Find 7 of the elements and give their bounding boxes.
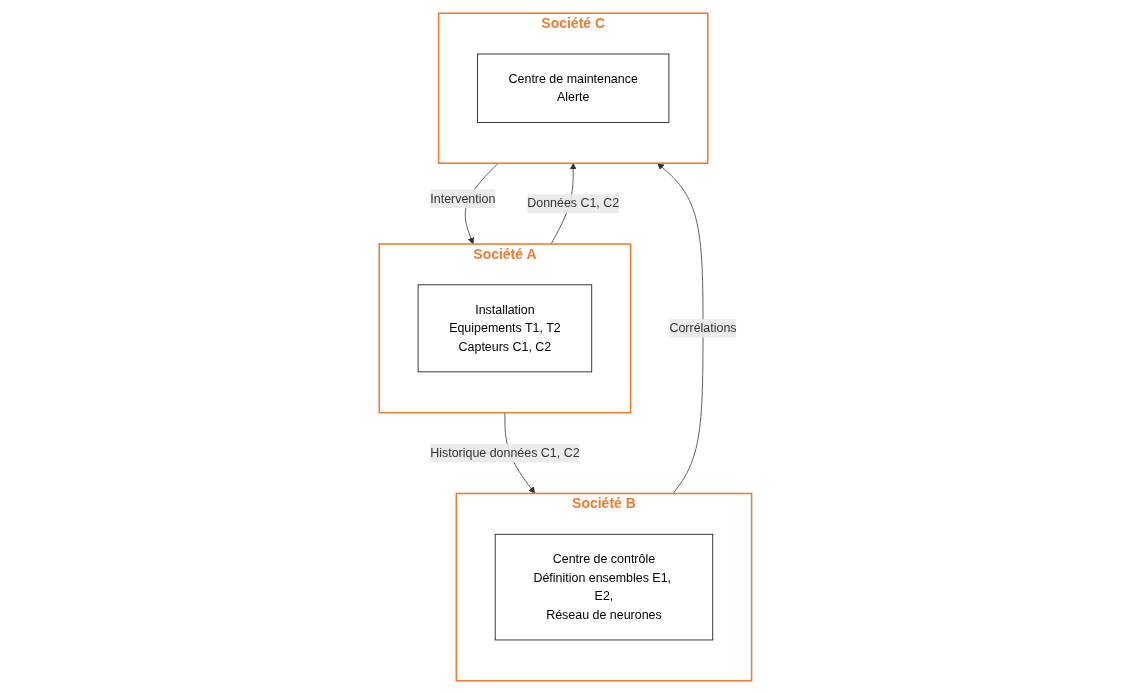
edge-label: Intervention <box>429 191 495 205</box>
node-box: Centre de contrôle Définition ensembles E1, E2, Réseau de neurones <box>494 533 713 641</box>
edge-label: Corrélations <box>669 321 737 335</box>
edge-label: Données C1, C2 <box>526 196 619 210</box>
node-box: Installation Equipements T1, T2 Capteurs C1, C2 <box>417 284 592 373</box>
edge-label: Historique données C1, C2 <box>429 446 580 460</box>
node-box: Centre de maintenance Alerte <box>476 53 669 123</box>
